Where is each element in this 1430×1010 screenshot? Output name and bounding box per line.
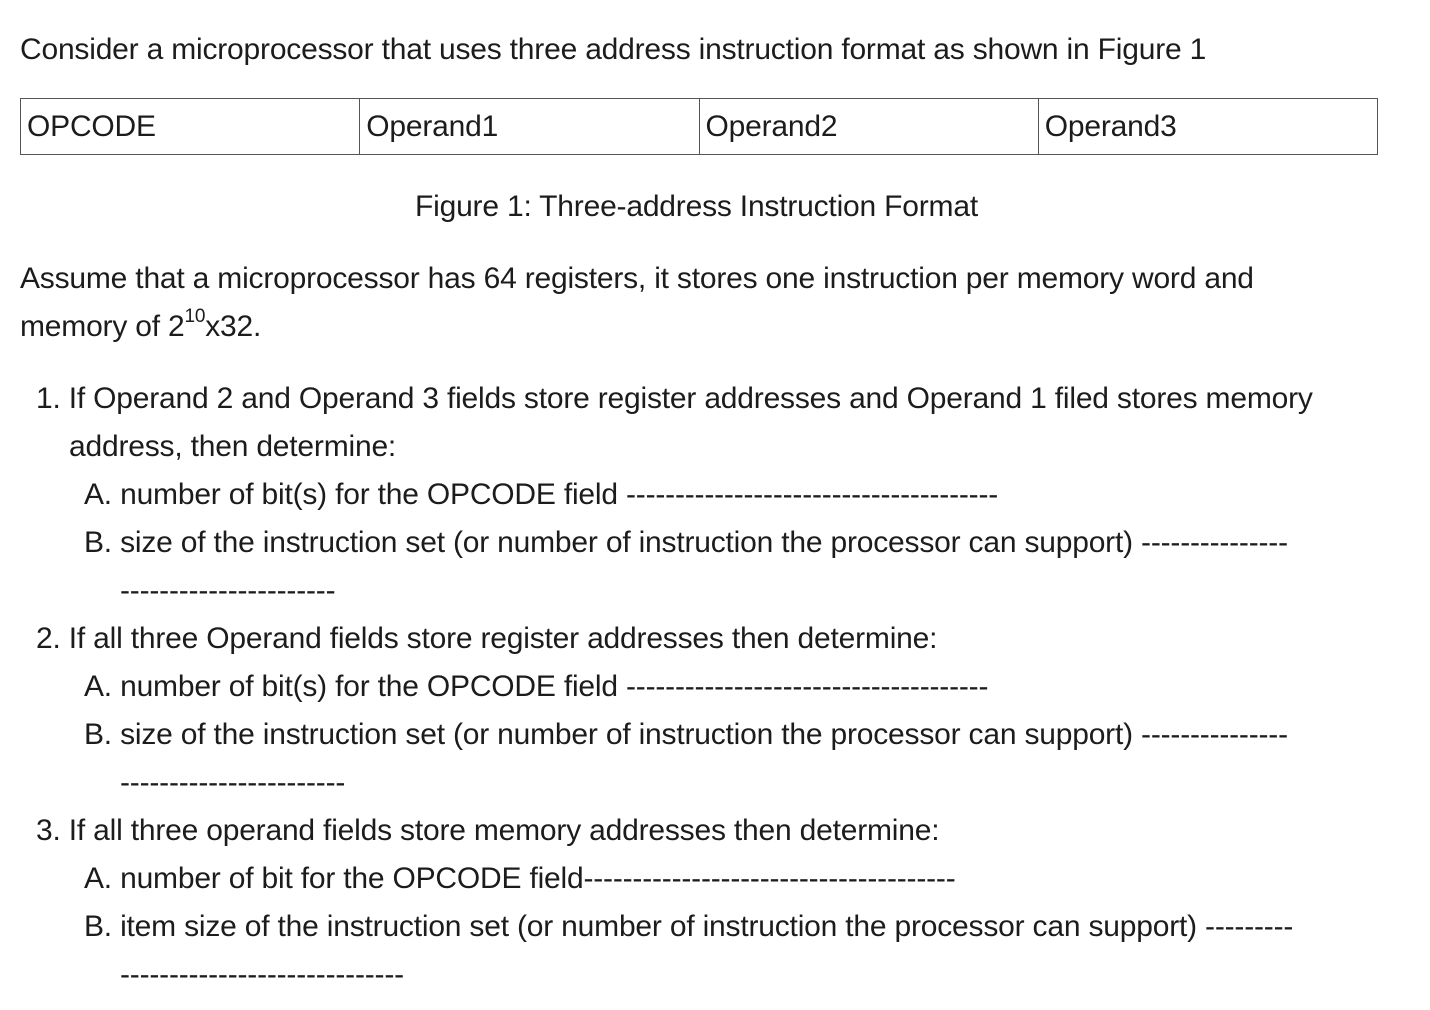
operand2-cell: Operand2 bbox=[698, 98, 1039, 155]
question-2: 2. If all three Operand fields store reg… bbox=[36, 622, 938, 655]
operand3-cell: Operand3 bbox=[1037, 98, 1379, 155]
opcode-cell: OPCODE bbox=[19, 98, 361, 155]
question-3-part-b: B. item size of the instruction set (or … bbox=[84, 910, 1294, 943]
intro-text: Consider a microprocessor that uses thre… bbox=[20, 33, 1207, 66]
question-1-part-b-answer-line: ---------------------- bbox=[120, 574, 336, 607]
question-2-part-b: B. size of the instruction set (or numbe… bbox=[84, 718, 1288, 751]
memory-base: memory of 2 bbox=[20, 310, 185, 343]
assumption-line-1: Assume that a microprocessor has 64 regi… bbox=[20, 262, 1254, 295]
question-3-part-b-answer-line: ----------------------------- bbox=[120, 958, 404, 991]
question-2-part-a: A. number of bit(s) for the OPCODE field… bbox=[84, 670, 989, 703]
instruction-format-table: OPCODE Operand1 Operand2 Operand3 bbox=[19, 98, 1379, 155]
assumption-line-2: memory of 210x32. bbox=[20, 306, 262, 345]
question-1-part-b: B. size of the instruction set (or numbe… bbox=[84, 526, 1288, 559]
question-1: 1. If Operand 2 and Operand 3 fields sto… bbox=[36, 382, 1313, 415]
question-3: 3. If all three operand fields store mem… bbox=[36, 814, 940, 847]
operand1-cell: Operand1 bbox=[359, 98, 700, 155]
memory-exponent: 10 bbox=[184, 306, 206, 327]
table-row: OPCODE Operand1 Operand2 Operand3 bbox=[19, 98, 1379, 155]
question-3-part-a: A. number of bit for the OPCODE field---… bbox=[84, 862, 956, 895]
question-2-part-b-answer-line: ----------------------- bbox=[120, 766, 346, 799]
question-1-continuation: address, then determine: bbox=[69, 430, 397, 463]
memory-width: x32. bbox=[205, 310, 262, 343]
figure-caption: Figure 1: Three-address Instruction Form… bbox=[415, 190, 978, 223]
question-1-part-a: A. number of bit(s) for the OPCODE field… bbox=[84, 478, 999, 511]
